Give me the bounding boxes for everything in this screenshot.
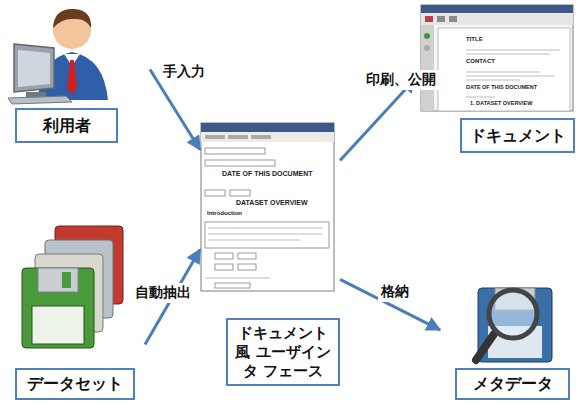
ui-box: ドキュメント風 ユーザインタ フェース	[226, 318, 340, 386]
arrow	[340, 79, 415, 161]
screen-text: Introduction	[207, 210, 242, 216]
screen-text: DATE OF THIS DOCUMENT	[466, 84, 537, 90]
edge-label: 印刷、公開	[363, 70, 439, 90]
screen-text-wrap: TITLE	[466, 36, 483, 42]
metadata-icon	[476, 288, 552, 362]
user-box: 利用者	[15, 108, 118, 143]
edge-label-wrap: 自動抽出	[132, 283, 194, 303]
edge-label: 自動抽出	[132, 283, 194, 303]
arrow	[340, 279, 440, 330]
dataset-icon	[22, 226, 123, 348]
metadata-box: メタデータ	[455, 368, 570, 400]
document-box: ドキュメント	[460, 118, 575, 153]
edge-label-wrap: 格納	[378, 282, 412, 302]
screen-text: CONTACT	[466, 58, 495, 64]
dataset-box: データセット	[15, 368, 135, 400]
node-area: ドキュメント	[415, 0, 580, 158]
node-area: メタデータ	[440, 270, 580, 403]
screen-text-wrap: 1. DATASET OVERVIEW	[470, 100, 532, 106]
edge-label-wrap: 手入力	[160, 62, 208, 82]
screen-text: 1. DATASET OVERVIEW	[470, 100, 532, 106]
edge-label-wrap: 印刷、公開	[363, 70, 439, 90]
screen-text-wrap: DATE OF THIS DOCUMENT	[466, 84, 537, 90]
edge-label: 格納	[378, 282, 412, 302]
screen-text-wrap: Introduction	[207, 210, 242, 216]
screen-text-wrap: DATE OF THIS DOCUMENT	[222, 170, 312, 177]
user-icon	[8, 9, 108, 104]
screen-text: TITLE	[466, 36, 483, 42]
screen-text-wrap: CONTACT	[466, 58, 495, 64]
screen-text: DATE OF THIS DOCUMENT	[222, 170, 312, 177]
ui-screenshot	[201, 123, 334, 291]
node-area: ドキュメント風 ユーザインタ フェース	[200, 120, 340, 390]
node-area: 利用者	[5, 0, 150, 148]
document-screenshot	[421, 5, 573, 111]
edge-label: 手入力	[160, 62, 208, 82]
node-area: データセット	[5, 220, 145, 403]
screen-text: DATASET OVERVIEW	[236, 199, 308, 206]
screen-text-wrap: DATASET OVERVIEW	[236, 199, 308, 206]
